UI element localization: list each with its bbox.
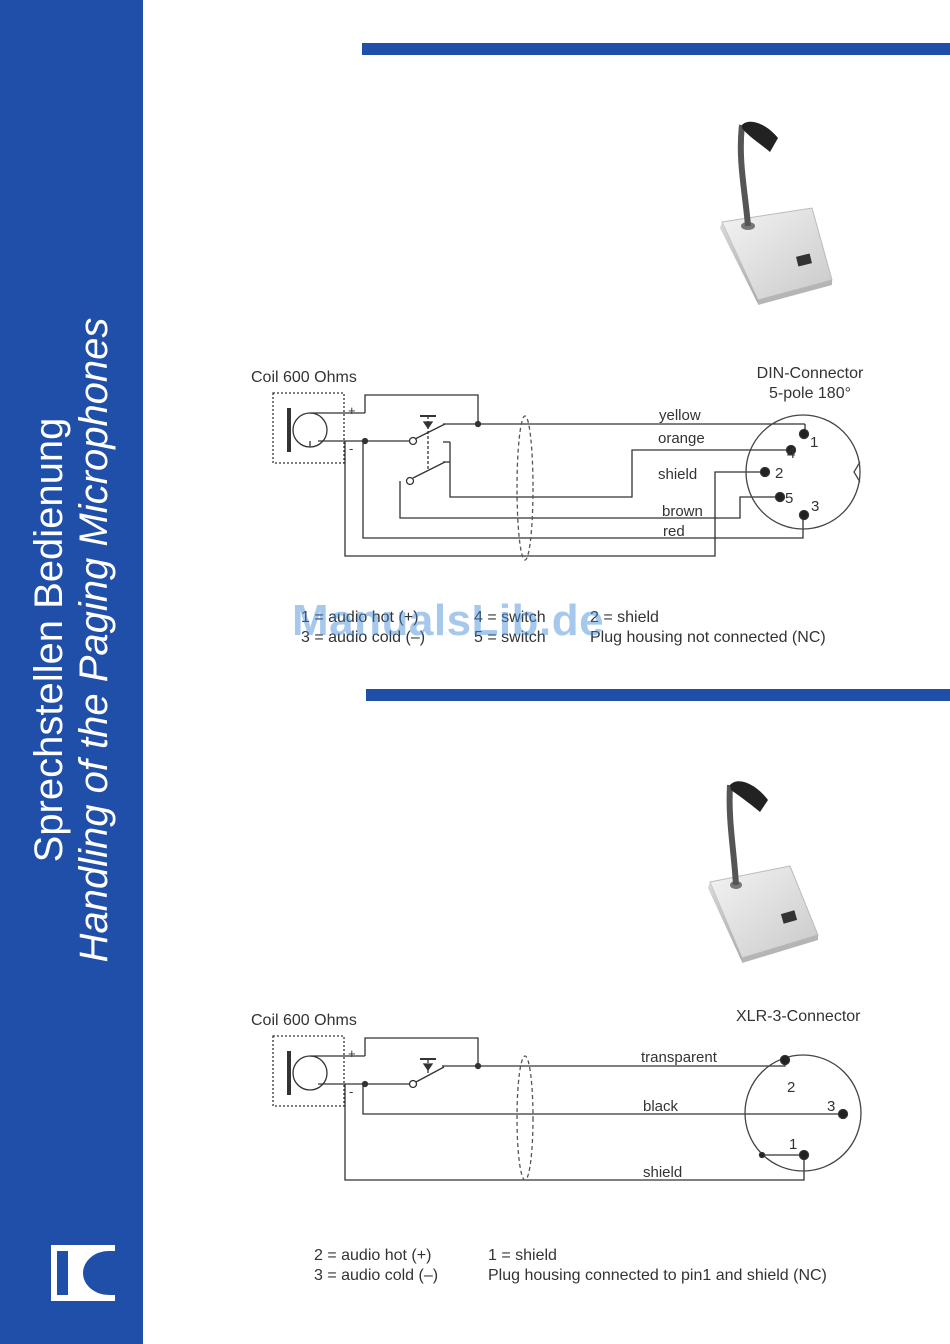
coil-plus-2: + <box>348 1046 356 1061</box>
coil-minus-2: - <box>349 1084 353 1099</box>
wire-orange-label: orange <box>658 430 705 447</box>
legend-line: 3 = audio cold (–) <box>314 1267 439 1284</box>
legend-line: 1 = audio hot (+) <box>301 609 419 626</box>
xlr-legend-col-1: 2 = audio hot (+) 3 = audio cold (–) <box>314 1246 438 1286</box>
wire-black-label: black <box>643 1098 679 1115</box>
wire-shield-label-2: shield <box>643 1164 682 1181</box>
wire-brown-label: brown <box>662 503 703 520</box>
din-pin-4 <box>785 444 797 456</box>
legend-line: 4 = switch <box>474 609 546 626</box>
coil-box-2 <box>272 1035 345 1107</box>
xlr-pin-3 <box>837 1108 849 1120</box>
din-pin-5-label: 5 <box>785 490 793 507</box>
watermark: ManualsLib.de <box>292 596 605 645</box>
din-connector-subtitle: 5-pole 180° <box>769 385 851 402</box>
legend-line: Plug housing connected to pin1 and shiel… <box>488 1267 827 1284</box>
legend-line: 2 = shield <box>590 609 659 626</box>
legend-line: 2 = audio hot (+) <box>314 1247 432 1264</box>
coil-label-2: Coil 600 Ohms <box>251 1012 357 1029</box>
xlr-pin-1-label: 1 <box>789 1136 797 1153</box>
din-pin-3-label: 3 <box>811 498 819 515</box>
din-pin-1-label: 1 <box>810 434 818 451</box>
din-pin-2-label: 2 <box>775 465 783 482</box>
wire-red-label: red <box>663 523 685 540</box>
coil-minus-1: - <box>349 441 353 456</box>
xlr-diagram-labels: Coil 600 Ohms + - XLR-3-Connector transp… <box>251 1008 861 1181</box>
section-rule-top <box>362 43 950 55</box>
xlr-pin-2 <box>779 1054 791 1066</box>
paging-microphone-image-1 <box>720 121 833 305</box>
legend-line: 1 = shield <box>488 1247 557 1264</box>
din-pin-1 <box>798 428 810 440</box>
xlr-pin-2-label: 2 <box>787 1079 795 1096</box>
legend-line: 3 = audio cold (–) <box>301 629 426 646</box>
din-legend-col-3: 2 = shield Plug housing not connected (N… <box>590 608 826 648</box>
din-pin-3 <box>798 509 810 521</box>
legend-line: 5 = switch <box>474 629 546 646</box>
wire-shield-label-1: shield <box>658 466 697 483</box>
xlr-wiring-diagram <box>272 1035 862 1181</box>
paging-microphone-image-2 <box>708 781 819 963</box>
din-pin-5 <box>774 491 786 503</box>
xlr-pin-1 <box>798 1149 810 1161</box>
wire-yellow-label: yellow <box>659 407 701 424</box>
coil-label-1: Coil 600 Ohms <box>251 369 357 386</box>
coil-plus-1: + <box>348 403 356 418</box>
coil-circle-2 <box>292 1055 328 1091</box>
sidebar: Sprechstellen Bedienung Handling of the … <box>0 0 143 1344</box>
din-legend-col-2: 4 = switch 5 = switch <box>474 608 546 648</box>
section-rule-middle <box>366 689 950 701</box>
xlr-pin-3-label: 3 <box>827 1098 835 1115</box>
wire-transparent-label: transparent <box>641 1049 718 1066</box>
legend-line: Plug housing not connected (NC) <box>590 629 826 646</box>
din-pin-2 <box>759 466 771 478</box>
xlr-legend-col-2: 1 = shield Plug housing connected to pin… <box>488 1246 827 1286</box>
din-legend-col-1: 1 = audio hot (+) 3 = audio cold (–) <box>301 608 425 648</box>
din-diagram-labels: Coil 600 Ohms + - DIN-Connector 5-pole 1… <box>251 365 864 540</box>
xlr-connector-title: XLR-3-Connector <box>736 1008 861 1025</box>
din-wiring-diagram <box>272 392 861 561</box>
din-pin-4-label: 4 <box>787 445 795 462</box>
din-connector-title: DIN-Connector <box>757 365 864 382</box>
company-logo <box>51 1245 115 1301</box>
coil-box-1 <box>272 392 345 464</box>
